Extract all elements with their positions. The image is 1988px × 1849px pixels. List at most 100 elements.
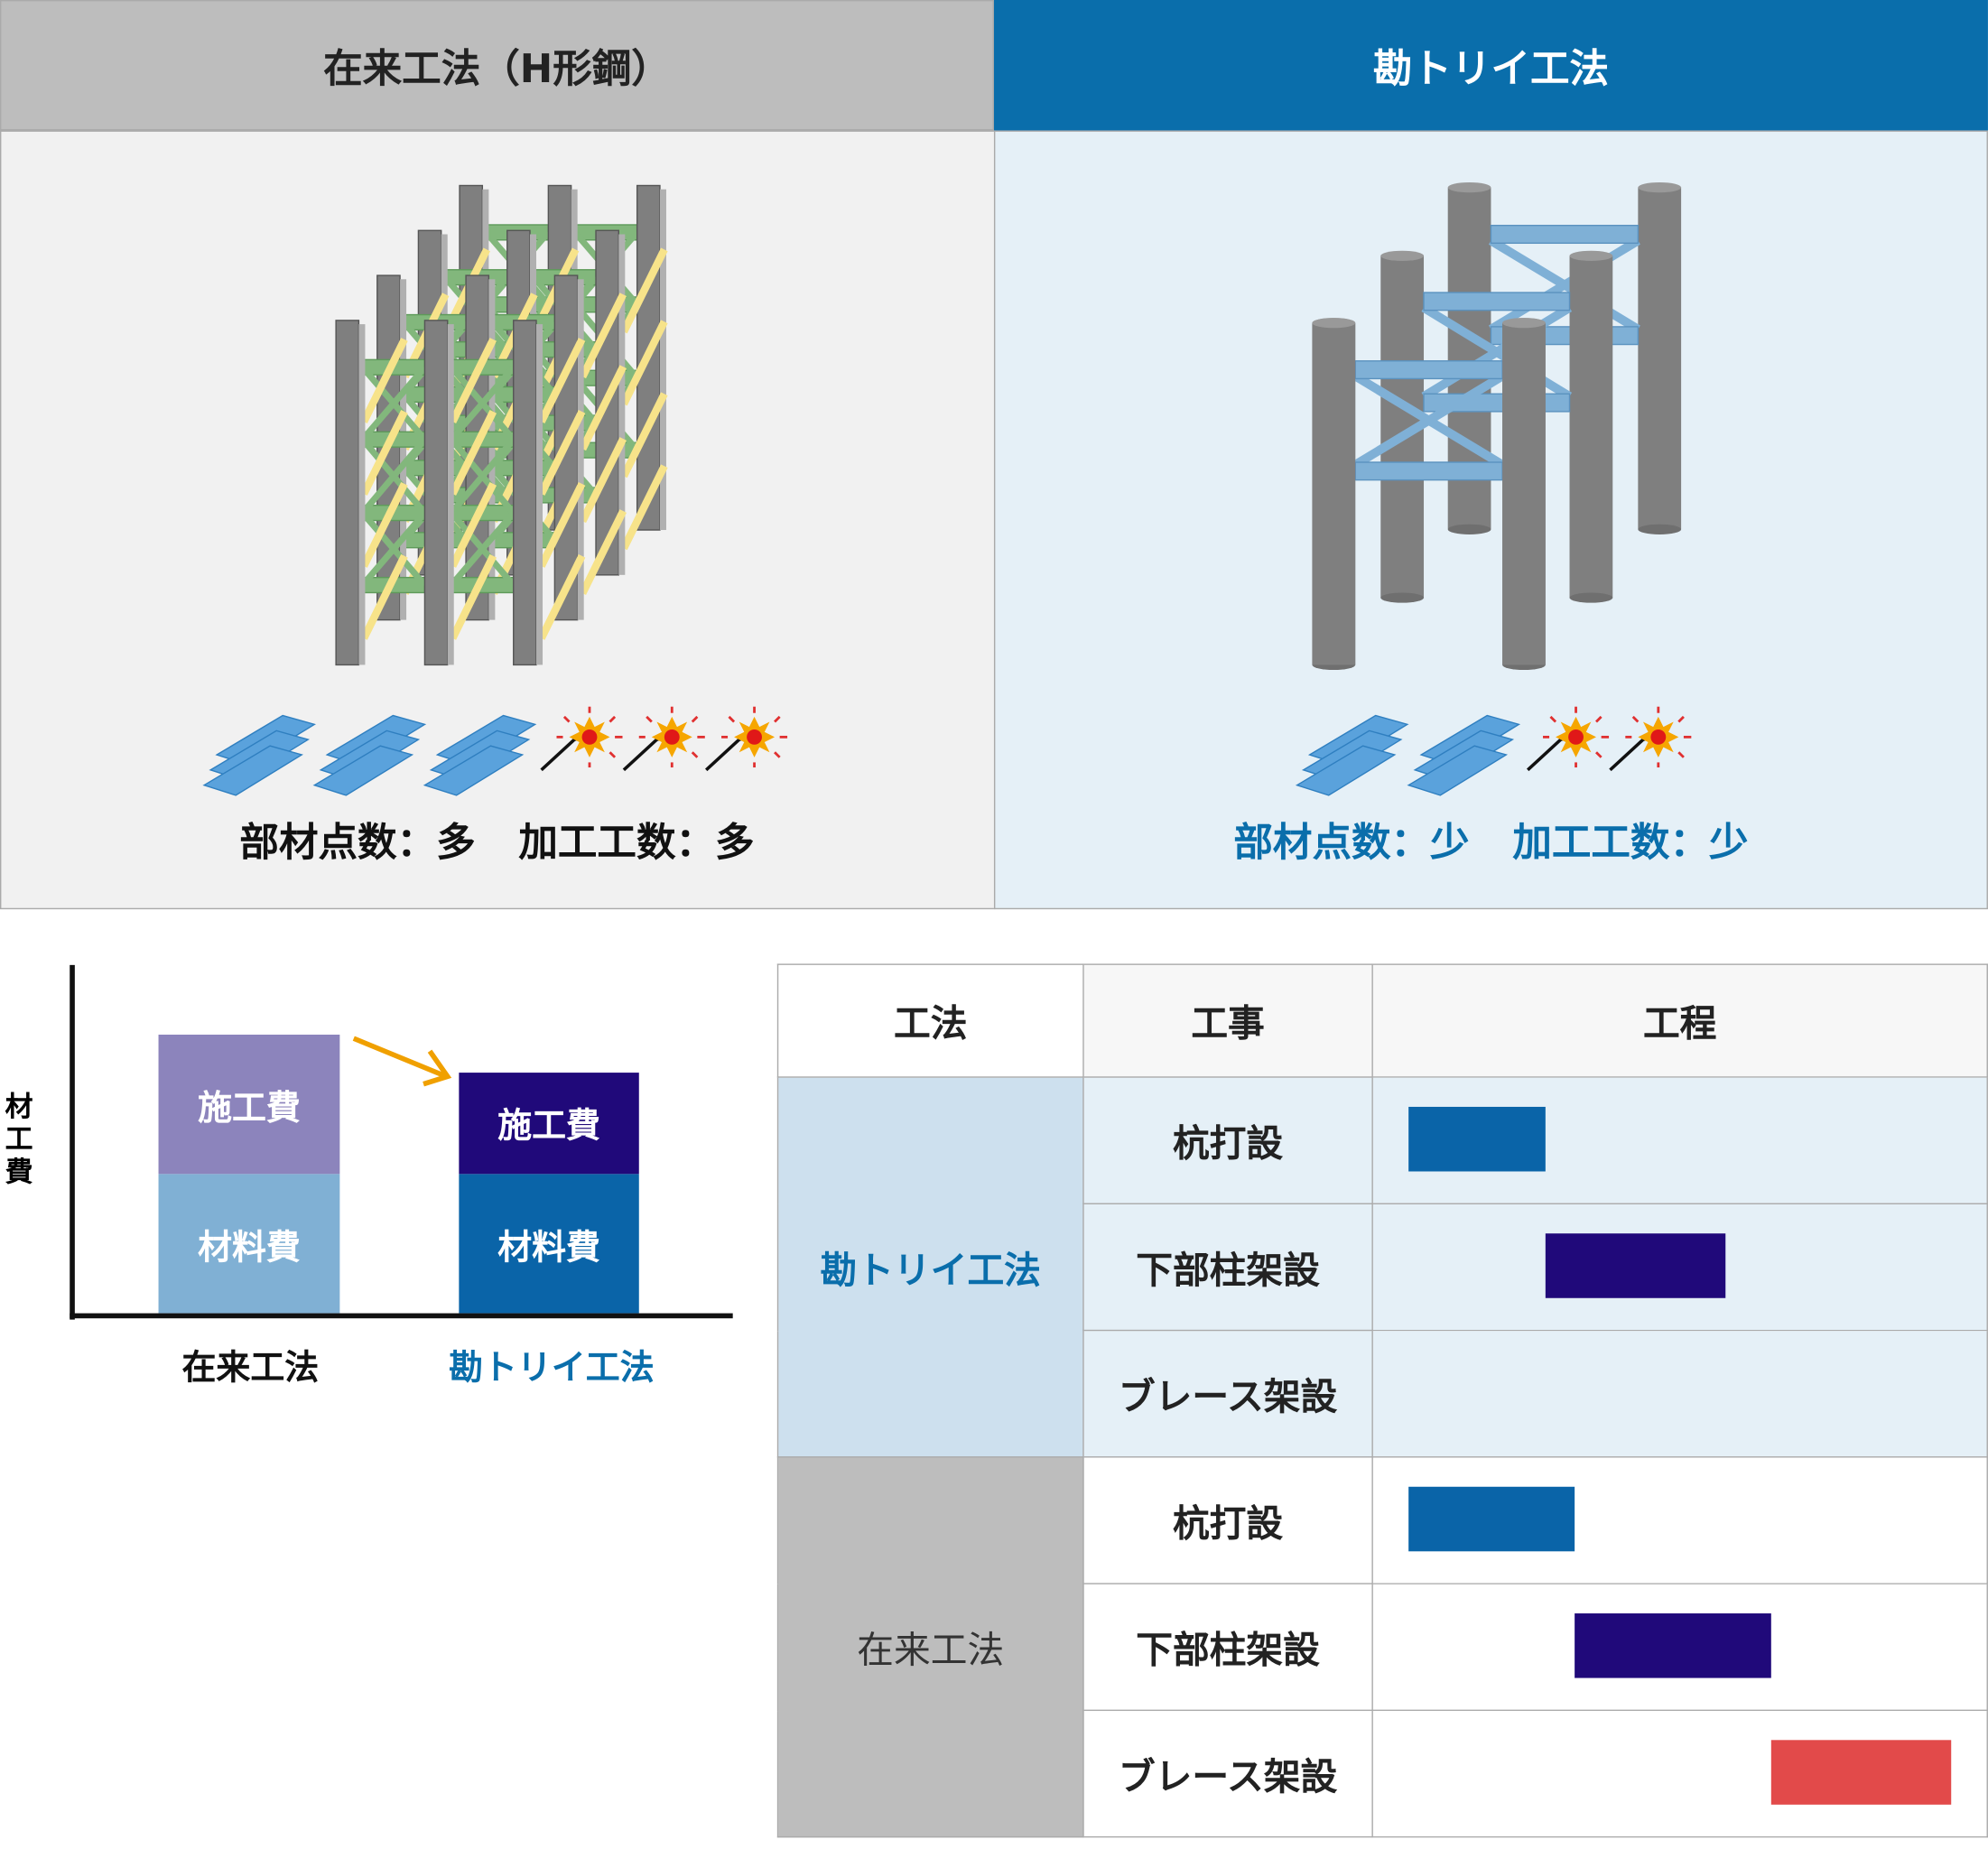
spark-ray: [728, 715, 736, 723]
schedule-cell: [1371, 1709, 1988, 1838]
steel-beam: [1295, 745, 1397, 796]
pipe-top: [1447, 181, 1491, 193]
column-side: [400, 279, 407, 620]
gantt-bar: [1408, 1486, 1575, 1552]
steel-bundle-icon: [202, 714, 317, 796]
y-axis: [70, 964, 75, 1320]
column-side: [488, 279, 496, 620]
gantt-bar: [1575, 1613, 1771, 1678]
column-side: [618, 234, 626, 575]
pipe-top: [1380, 250, 1425, 261]
welding-spark-icon: [540, 706, 623, 772]
conventional-header: 在来工法（H形鋼）: [0, 0, 994, 131]
spark-ray: [1595, 715, 1602, 723]
yellow-brace: [449, 338, 497, 423]
torii-title: 勘トリイ工法: [1372, 46, 1610, 93]
spark-core: [1568, 729, 1584, 745]
spark-ray: [691, 751, 699, 758]
green-brace: [449, 365, 516, 442]
welding-rod: [540, 738, 576, 772]
pipe-bottom: [1447, 524, 1491, 534]
blue-beam: [1354, 461, 1503, 481]
table-row: 勘トリイ工法杭打設: [776, 1076, 1988, 1458]
welding-rod: [1526, 738, 1562, 772]
bar-material: 材料費: [158, 1174, 340, 1314]
bar-construction: 施工費: [459, 1072, 639, 1175]
spark-core: [581, 729, 598, 745]
welding-spark-icon: [1526, 706, 1610, 772]
spark-ray: [1631, 715, 1640, 723]
welding-spark-icon: [705, 706, 788, 772]
yellow-brace: [537, 410, 586, 496]
spark-ray: [608, 751, 617, 758]
h-steel-column: [335, 320, 360, 666]
spark-core: [664, 729, 680, 745]
decrease-arrow-icon: [352, 1036, 452, 1087]
header-method: 工法: [776, 963, 1084, 1078]
pipe-bottom: [1638, 524, 1682, 534]
column-side: [358, 324, 366, 665]
yellow-brace: [360, 410, 408, 496]
x-label-conventional: 在来工法: [181, 1348, 320, 1389]
spark-ray: [646, 715, 653, 723]
pipe-column: [1502, 322, 1546, 665]
pipe-top: [1569, 250, 1613, 261]
h-steel-column: [423, 320, 449, 666]
yellow-brace: [449, 553, 497, 640]
spark-ray: [608, 715, 617, 723]
members-label: 部材点数：少: [1233, 820, 1470, 866]
task-cell: 下部柱架設: [1082, 1203, 1373, 1332]
yellow-brace: [537, 553, 586, 640]
pipe-top: [1638, 181, 1682, 193]
yellow-brace: [579, 509, 627, 596]
welding-spark-icon: [1609, 706, 1692, 772]
work-label: 加工工数：少: [1512, 820, 1749, 866]
column-side: [536, 324, 543, 665]
steel-bundle-icon: [423, 714, 537, 796]
table-row: 下部柱架設: [778, 1583, 1988, 1712]
schedule-table: 工法 工事 工程 勘トリイ工法杭打設下部柱架設ブレース架設在来工法杭打設下部柱架…: [776, 963, 1988, 1838]
task-cell: 杭打設: [1082, 1456, 1373, 1584]
green-brace: [359, 437, 428, 516]
spark-ray: [1677, 751, 1685, 758]
task-cell: ブレース架設: [1082, 1709, 1373, 1838]
yellow-brace: [449, 410, 497, 496]
steel-bundle-icon: [312, 714, 427, 796]
table-row: 在来工法杭打設: [776, 1456, 1988, 1838]
pipe-frame-illustration: [1312, 181, 1682, 671]
x-axis: [70, 1313, 733, 1319]
torii-summary: 部材点数：少 加工工数：少: [994, 811, 1988, 867]
conventional-summary: 部材点数：多 加工工数：多: [0, 811, 994, 867]
schedule-cell: [1371, 1203, 1988, 1332]
yellow-brace: [579, 293, 627, 379]
header-schedule: 工程: [1371, 963, 1988, 1078]
steel-bundle-icon: [1295, 714, 1409, 796]
h-steel-frame-illustration: [335, 184, 668, 666]
green-brace: [449, 510, 516, 588]
table-row: ブレース架設: [778, 1709, 1988, 1838]
column-side: [447, 324, 454, 665]
table-row: 下部柱架設: [778, 1203, 1988, 1332]
steel-beam: [202, 745, 303, 796]
task-cell: 下部柱架設: [1082, 1583, 1373, 1712]
spark-ray: [1677, 715, 1685, 723]
yellow-brace: [360, 553, 408, 640]
schedule-cell: [1371, 1329, 1988, 1458]
conventional-title: 在来工法（H形鋼）: [323, 46, 671, 93]
table-row: ブレース架設: [778, 1329, 1988, 1458]
x-label-torii: 勘トリイ工法: [449, 1348, 655, 1389]
spark-core: [1650, 729, 1667, 745]
blue-beam: [1354, 360, 1503, 380]
task-cell: ブレース架設: [1082, 1329, 1373, 1458]
yellow-brace: [360, 481, 408, 568]
yellow-brace: [620, 392, 668, 479]
yellow-brace: [537, 481, 586, 568]
pipe-column: [1569, 256, 1613, 599]
header-task: 工事: [1082, 963, 1373, 1078]
pipe-column: [1638, 187, 1682, 530]
bar-material: 材料費: [459, 1174, 639, 1314]
pipe-bottom: [1569, 592, 1613, 603]
welding-rod: [1609, 738, 1645, 772]
work-label: 加工工数：多: [518, 820, 755, 866]
method-cell: 在来工法: [776, 1456, 1084, 1838]
